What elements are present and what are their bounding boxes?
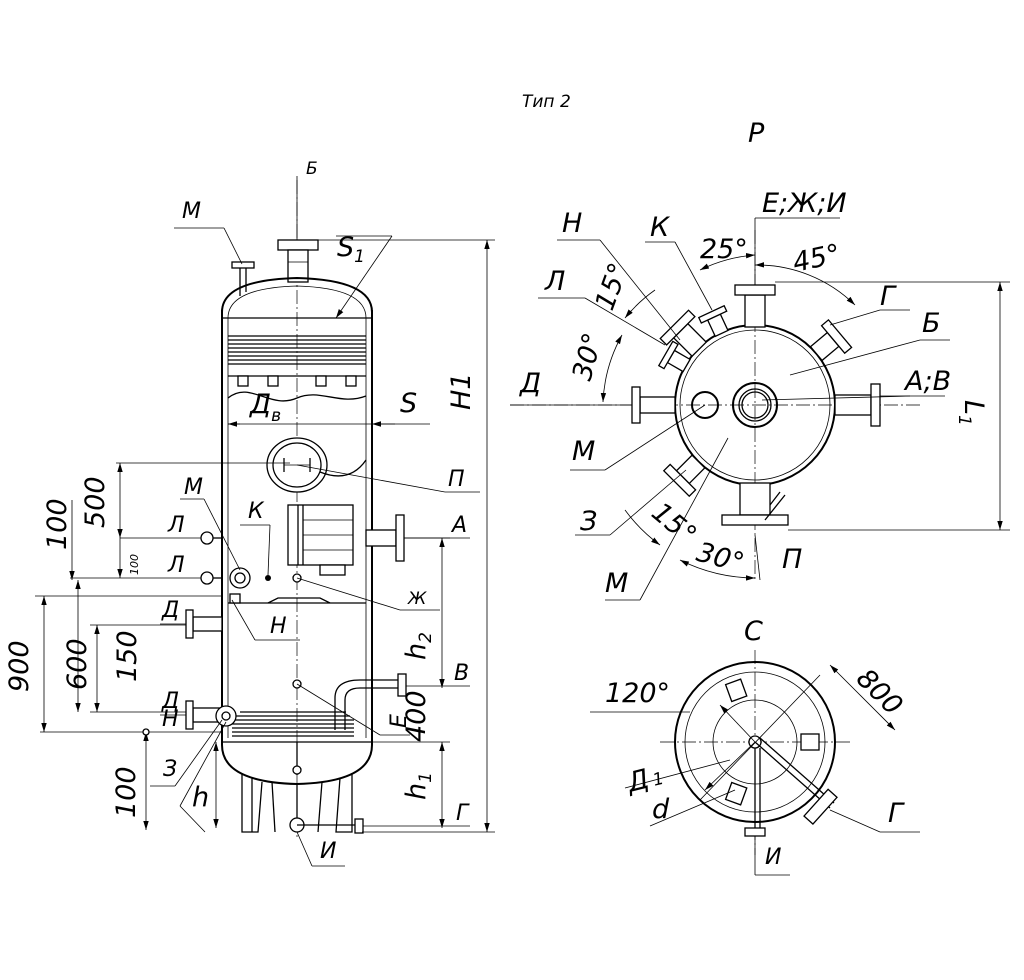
label-M2-plan: М <box>605 568 628 599</box>
dim-900: 900 <box>4 640 35 692</box>
label-Z-plan: З <box>580 506 597 537</box>
label-G-bottom: Г <box>888 798 905 829</box>
label-Z-side: З <box>163 757 177 782</box>
bottom-view-c: С 800 <box>590 616 920 876</box>
label-P-side: П <box>448 467 465 492</box>
dim-150: 150 <box>112 630 143 682</box>
label-L1-plan: L1 <box>954 400 989 426</box>
dim-800: 800 <box>850 663 908 721</box>
view-C-label: С <box>744 616 763 647</box>
dim-600: 600 <box>62 638 93 690</box>
label-M1-plan: М <box>572 436 595 467</box>
angle-30b: 30° <box>693 537 747 579</box>
label-G-plan: Г <box>880 281 897 312</box>
dim-400: 400 <box>401 690 432 742</box>
plan-view-p: Р <box>510 118 1010 601</box>
label-S1: S1 <box>337 232 365 267</box>
label-B-top: Б <box>306 159 318 179</box>
label-I-bottom: И <box>765 845 781 870</box>
label-B-plan: Б <box>922 308 941 339</box>
label-N2-side: Н <box>162 707 179 732</box>
label-N1-side: Н <box>270 614 287 639</box>
label-A-side: А <box>450 513 467 538</box>
label-Dv: Дв <box>249 389 281 426</box>
label-S: S <box>400 388 417 419</box>
label-N-plan: Н <box>562 208 582 239</box>
angle-120: 120° <box>605 678 670 709</box>
angle-25: 25° <box>700 234 748 265</box>
label-D2-side: Д <box>161 689 179 714</box>
label-h-side: h <box>192 782 209 813</box>
label-P-plan: П <box>782 544 802 575</box>
label-h1: h1 <box>401 772 436 800</box>
label-V-side: В <box>454 661 469 686</box>
label-E-side: Е <box>387 714 412 728</box>
label-K-plan: К <box>650 212 671 243</box>
label-D-plan: Д <box>519 368 541 399</box>
drawing-title: Тип 2 <box>522 92 571 112</box>
label-h2: h2 <box>401 632 436 660</box>
view-P-label: Р <box>748 118 765 149</box>
label-L-plan: Л <box>544 266 565 297</box>
label-G-side: Г <box>456 801 470 826</box>
label-M-top: М <box>182 199 201 224</box>
label-AV-plan: А;В <box>903 366 951 397</box>
label-I-side: И <box>320 839 336 864</box>
label-K-side: К <box>248 499 265 524</box>
label-H1: H1 <box>446 373 477 410</box>
label-D1-side: Д <box>161 598 179 623</box>
label-M-mid: М <box>184 475 203 500</box>
angle-15a: 15° <box>589 259 634 315</box>
dim-small: 100 <box>128 554 141 575</box>
angle-15b: 15° <box>646 497 703 552</box>
label-L1-side: Л <box>167 513 185 538</box>
grid-packing <box>228 335 366 365</box>
dim-100a: 100 <box>42 498 73 550</box>
label-EZhI: Е;Ж;И <box>762 188 847 219</box>
dim-100c: 100 <box>111 766 142 818</box>
heating-coil <box>232 711 354 737</box>
label-d-bottom: d <box>652 794 670 825</box>
side-view: Б М S1 Дв S H1 П М К А <box>4 159 495 867</box>
label-ZH-side: Ж <box>407 589 427 609</box>
angle-30a: 30° <box>567 330 609 384</box>
angle-45: 45° <box>790 239 843 279</box>
label-L2-side: Л <box>167 553 185 578</box>
dim-500: 500 <box>80 476 111 528</box>
